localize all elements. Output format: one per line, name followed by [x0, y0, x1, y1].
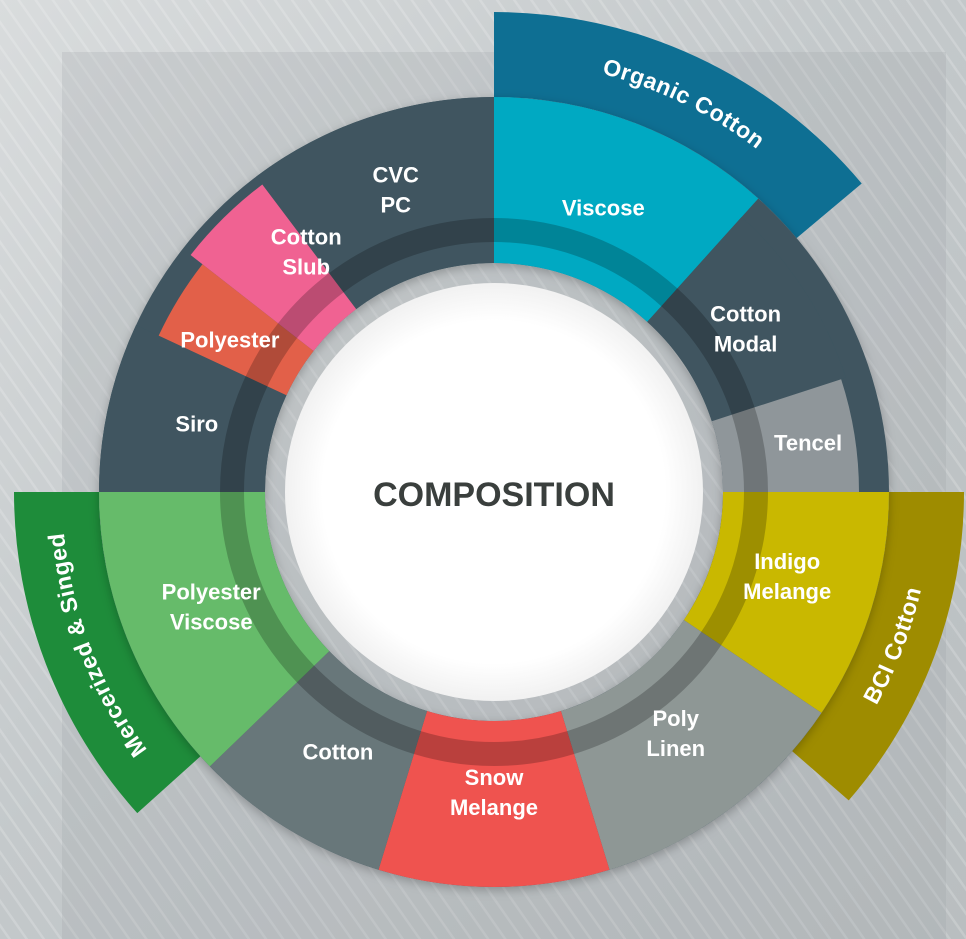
segment-label-cotton-modal: Modal: [714, 332, 778, 357]
segment-cvc-pc: [256, 97, 494, 310]
band-organic-cotton: [494, 12, 862, 239]
segment-label-poly-linen: Linen: [646, 736, 705, 761]
segment-viscose: [494, 97, 759, 322]
segment-label-cvc-pc: CVC: [373, 163, 420, 188]
segment-track-snow-melange: [413, 731, 575, 767]
segment-cotton: [209, 651, 428, 870]
segment-label-polyester-viscose: Polyester: [162, 579, 261, 604]
segment-track-cotton-modal: [661, 288, 755, 415]
segment-track-cvc-pc: [329, 218, 494, 293]
segment-polyester-viscose: [99, 492, 330, 767]
segment-track-polyester-viscose: [220, 492, 315, 683]
segment-label-indigo-melange: Indigo: [754, 549, 820, 574]
segment-track-poly-linen: [567, 631, 722, 755]
band-bci-cotton: [792, 492, 964, 801]
segment-cotton-modal: [647, 217, 846, 422]
segment-label-polyester: Polyester: [180, 328, 279, 353]
segment-track-cotton: [296, 665, 421, 755]
segment-label-cotton-slub: Cotton: [271, 225, 342, 250]
segment-track-viscose: [494, 218, 678, 307]
band-mercerized-singed: [14, 492, 201, 814]
segment-siro: [99, 325, 287, 492]
segment-poly-linen: [560, 620, 822, 870]
center-hub: [285, 283, 703, 701]
segment-label-polyester-viscose: Viscose: [170, 609, 253, 634]
segment-label-cvc-pc: PC: [380, 193, 411, 218]
segment-track-cotton-slub: [278, 273, 344, 339]
segment-label-cotton-slub: Slub: [282, 255, 330, 280]
segment-cotton-slub: [190, 184, 357, 352]
segment-label-poly-linen: Poly: [653, 706, 700, 731]
segment-indigo-melange: [683, 492, 889, 713]
segment-track-polyester: [245, 323, 297, 387]
segment-label-snow-melange: Snow: [465, 765, 525, 790]
segment-label-tencel: Tencel: [774, 430, 842, 455]
segment-label-cotton: Cotton: [303, 740, 374, 765]
segment-label-snow-melange: Melange: [450, 795, 538, 820]
center-title: COMPOSITION: [373, 476, 615, 514]
segment-label-siro: Siro: [175, 411, 218, 436]
segment-label-cotton-modal: Cotton: [710, 302, 781, 327]
segment-polyester: [158, 264, 314, 396]
segment-track-tencel: [731, 407, 768, 492]
segment-track-siro: [220, 376, 268, 492]
segment-track-indigo-melange: [701, 492, 768, 646]
segment-tencel: [711, 379, 859, 492]
segment-label-viscose: Viscose: [562, 195, 645, 220]
segment-label-indigo-melange: Melange: [743, 579, 831, 604]
segment-snow-melange: [378, 710, 610, 887]
